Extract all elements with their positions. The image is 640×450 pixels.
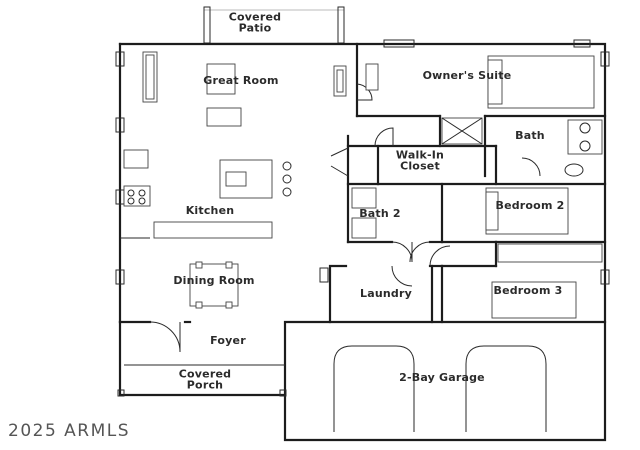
covered-patio-area (203, 6, 345, 44)
watermark: 2025 ARMLS (8, 421, 130, 441)
label-bath-2: Bath 2 (359, 207, 401, 220)
label-dining-room: Dining Room (173, 274, 254, 287)
label-owners-suite: Owner's Suite (423, 69, 512, 82)
doors (149, 83, 541, 353)
exterior-walls (115, 39, 610, 442)
label-kitchen: Kitchen (186, 204, 235, 217)
label-bedroom-3: Bedroom 3 (493, 284, 562, 297)
label-great-room: Great Room (203, 74, 278, 87)
label-two-bay-garage: 2-Bay Garage (399, 371, 485, 384)
label-bedroom-2: Bedroom 2 (495, 199, 564, 212)
label-bath: Bath (515, 129, 545, 142)
furniture (117, 51, 603, 432)
label-laundry: Laundry (360, 287, 412, 300)
interior-walls (118, 42, 607, 324)
label-foyer: Foyer (210, 334, 246, 347)
